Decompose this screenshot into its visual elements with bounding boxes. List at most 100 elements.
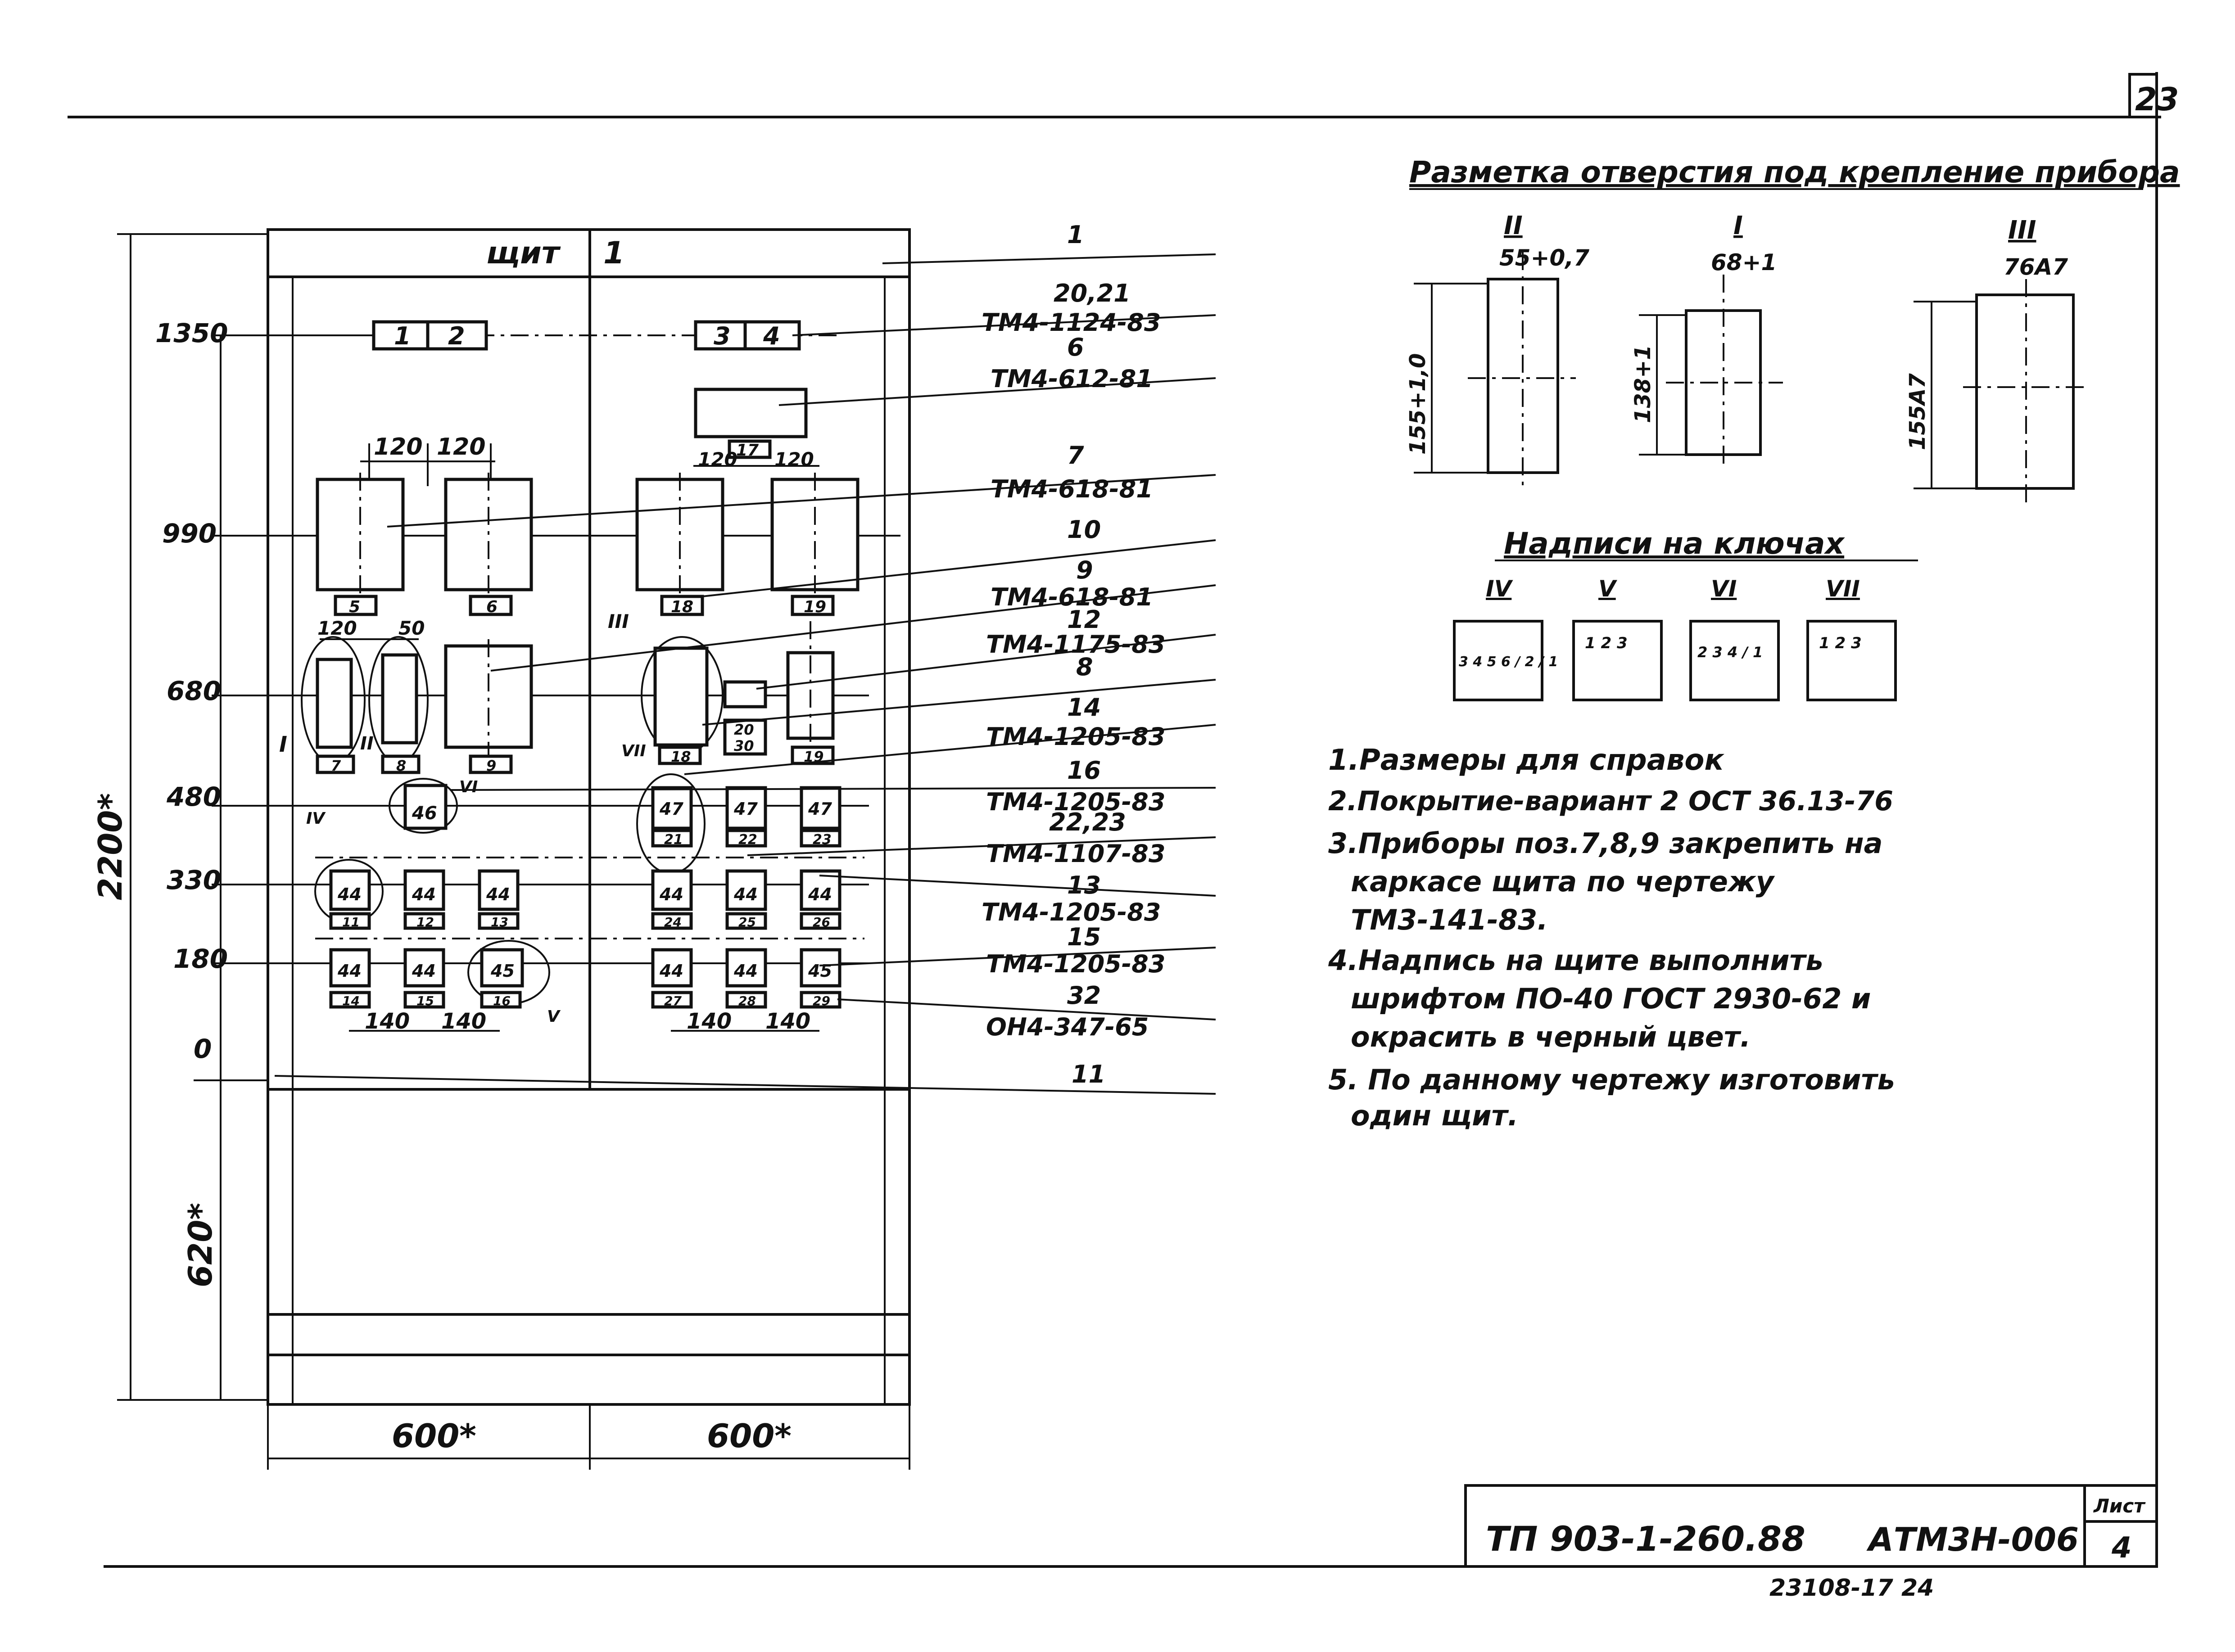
callout-4-code: ТМ4-618-81	[991, 475, 1153, 503]
dim-140-b: 140	[441, 1009, 486, 1034]
callout-11-pos: 22,23	[1049, 808, 1126, 836]
page-frame: 23	[68, 72, 2179, 1568]
dim-120-c: 120	[698, 448, 737, 470]
note-line-1: 1.Размеры для справок	[1328, 744, 1724, 777]
key-IV-face: 3 4 5 6 / 2 / 1	[1459, 654, 1558, 670]
pos-14: 14	[342, 993, 360, 1008]
note-line-3: 3.Приборы поз.7,8,9 закрепить на	[1328, 827, 1883, 860]
pos-8: 8	[396, 757, 406, 774]
roman-I-left: I	[279, 732, 287, 757]
note-line-6: 4.Надпись на щите выполнить	[1328, 944, 1823, 977]
hole-markup: Разметка отверстия под крепление прибора…	[1405, 155, 2180, 504]
pos-22: 22	[738, 832, 757, 848]
pos-2: 2	[448, 322, 465, 350]
hole-III-mark: III	[2008, 216, 2036, 245]
device-47-b: 47	[733, 799, 758, 819]
device-44-e: 44	[733, 885, 758, 904]
callout-leaders	[274, 253, 1216, 1095]
dim-120-b: 120	[437, 433, 486, 460]
holes-title: Разметка отверстия под крепление прибора	[1409, 155, 2180, 190]
dim-bottom-height: 620*	[181, 1203, 219, 1287]
hole-II-height: 155+1,0	[1405, 353, 1430, 455]
callout-14-code: ОН4-347-65	[986, 1013, 1149, 1041]
pos-18-a: 18	[671, 598, 693, 616]
pos-9: 9	[486, 757, 496, 774]
instrument-row-330: IV 44 44 44 44 44 44 11 12 13 24 25 26	[306, 809, 864, 930]
device-44-c: 44	[486, 885, 510, 904]
note-line-8: окрасить в черный цвет.	[1351, 1020, 1751, 1053]
callout-13-pos: 15	[1067, 923, 1101, 951]
device-45-a: 45	[490, 961, 515, 981]
stamp-doc-code: ТП 903-1-260.88	[1486, 1519, 1805, 1559]
note-line-7: шрифтом ПО-40 ГОСТ 2930-62 и	[1351, 982, 1871, 1015]
key-IV-mark: IV	[1486, 576, 1513, 602]
pos-21: 21	[664, 832, 683, 848]
pos-24: 24	[664, 915, 682, 930]
device-44-f: 44	[808, 885, 832, 904]
pos-12: 12	[416, 915, 434, 930]
key-V-face: 1 2 3	[1585, 634, 1628, 652]
callout-2-code: ТМ4-1124-83	[982, 308, 1161, 337]
pos-29: 29	[813, 993, 830, 1008]
pos-5: 5	[349, 598, 360, 616]
dim-120-a: 120	[374, 433, 423, 460]
instrument-row-180: 44 44 45 44 44 45 14 15 16 27 28 29 V 14…	[315, 938, 864, 1034]
callout-13-code: ТМ4-1205-83	[986, 950, 1165, 978]
dim-width-left: 600*	[392, 1417, 476, 1455]
dim-140-d: 140	[765, 1009, 810, 1034]
key-VI-face: 2 3 4 / 1	[1697, 644, 1763, 661]
level-680: 680	[167, 676, 221, 706]
pos-26: 26	[813, 915, 830, 930]
instrument-row-480: 46 VI 47 47 47 21 22 23	[389, 773, 842, 874]
pos-28: 28	[738, 993, 756, 1008]
note-line-5: ТМ3-141-83.	[1351, 903, 1548, 936]
hole-I-mark: I	[1733, 211, 1743, 240]
pos-23: 23	[813, 832, 832, 848]
roman-IV: IV	[306, 809, 326, 828]
device-47-c: 47	[808, 799, 832, 819]
callout-12-pos: 13	[1067, 871, 1101, 899]
hole-II-width: 55+0,7	[1499, 245, 1589, 271]
callout-9-pos: 14	[1067, 693, 1101, 722]
pos-16: 16	[493, 993, 511, 1008]
device-46: 46	[412, 803, 437, 824]
device-44-a: 44	[337, 885, 362, 904]
key-V-mark: V	[1598, 576, 1617, 602]
key-inscriptions: Надписи на ключах IV 3 4 5 6 / 2 / 1 V 1…	[1453, 526, 1918, 701]
roman-VI: VI	[459, 778, 478, 796]
note-line-4: каркасе щита по чертежу	[1351, 865, 1775, 898]
stamp-album: АТМ3Н-006	[1866, 1521, 2079, 1558]
level-330: 330	[167, 865, 221, 895]
callout-9-code: ТМ4-1205-83	[986, 722, 1165, 751]
panel-title: щит	[486, 235, 561, 271]
vertical-dimensions: 2200* 620* 1350 990 680 480 330 180 0	[91, 233, 900, 1401]
callout-7-pos: 12	[1067, 605, 1101, 634]
callout-6-pos: 9	[1076, 556, 1093, 584]
device-44-i: 44	[659, 961, 683, 981]
note-line-10: один щит.	[1351, 1099, 1518, 1132]
callout-6-code: ТМ4-618-81	[991, 583, 1153, 611]
level-0: 0	[194, 1034, 212, 1064]
device-44-b: 44	[412, 885, 436, 904]
dim-120-e: 120	[317, 617, 357, 639]
pos-11: 11	[342, 915, 360, 930]
key-VII-face: 1 2 3	[1819, 634, 1862, 652]
key-VI-mark: VI	[1711, 576, 1737, 602]
footer-inventory: 23108-17 24	[1769, 1575, 1934, 1602]
instrument-row-680: 120 50 7 8 9 I II III 20 30 18 19 VII	[279, 610, 835, 774]
callout-4-pos: 7	[1067, 441, 1084, 469]
callout-11-code: ТМ4-1107-83	[986, 840, 1165, 868]
level-990: 990	[162, 518, 217, 549]
dim-50: 50	[398, 617, 425, 639]
pos-15: 15	[416, 993, 434, 1008]
callout-5-pos: 10	[1067, 515, 1101, 544]
pos-20: 20	[734, 721, 754, 738]
keys-title: Надписи на ключах	[1504, 526, 1846, 561]
callout-8-pos: 8	[1076, 653, 1093, 681]
panel-title-number: 1	[603, 235, 624, 271]
hole-II-mark: II	[1504, 211, 1523, 240]
hole-I-width: 68+1	[1711, 249, 1777, 275]
instrument-row-top: 1 2 3 4 17	[372, 320, 842, 460]
dim-140-c: 140	[687, 1009, 732, 1034]
